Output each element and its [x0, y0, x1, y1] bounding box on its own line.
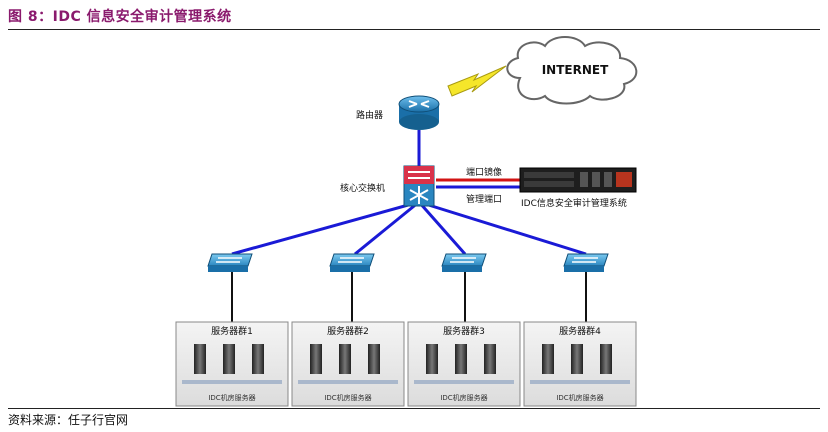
router-icon: [398, 95, 440, 130]
source-note: 资料来源：任子行官网: [8, 413, 129, 427]
audit-appliance-icon: [519, 167, 637, 193]
server-group-footer: IDC机房服务器: [208, 393, 255, 402]
server-group-footer: IDC机房服务器: [440, 393, 487, 402]
server-group-footer: IDC机房服务器: [556, 393, 603, 402]
server-group-label: 服务器群1: [211, 325, 253, 337]
links: [231, 130, 587, 322]
server-group-3: 服务器群3 IDC机房服务器: [407, 321, 521, 407]
server-icon: [339, 344, 351, 374]
core-switch-icon: [403, 165, 435, 207]
server-group-2: 服务器群2 IDC机房服务器: [291, 321, 405, 407]
server-icon: [223, 344, 235, 374]
access-switch-icon: [207, 253, 253, 272]
server-icon: [542, 344, 554, 374]
server-group-label: 服务器群2: [327, 325, 369, 337]
server-icon: [194, 344, 206, 374]
core-switch2-link: [354, 200, 420, 256]
server-group-4: 服务器群4 IDC机房服务器: [523, 321, 637, 407]
server-icon: [426, 344, 438, 374]
internet-label: INTERNET: [542, 63, 609, 77]
access-switch-icon: [441, 253, 487, 272]
server-group-label: 服务器群4: [559, 325, 601, 337]
lightning-icon: [447, 65, 507, 97]
server-icon: [252, 344, 264, 374]
port-mirror-label: 端口镜像: [466, 166, 502, 178]
core-switch1-link: [231, 200, 420, 256]
access-switch-icon: [563, 253, 609, 272]
server-icon: [368, 344, 380, 374]
server-icon: [455, 344, 467, 374]
mgmt-port-label: 管理端口: [466, 193, 502, 205]
server-group-1: 服务器群1 IDC机房服务器: [175, 321, 289, 407]
internet-cloud-icon: INTERNET: [506, 36, 638, 105]
core-switch3-link: [417, 201, 467, 255]
server-group-footer: IDC机房服务器: [324, 393, 371, 402]
server-icon: [310, 344, 322, 374]
server-icon: [571, 344, 583, 374]
router-label: 路由器: [356, 109, 383, 121]
audit-system-label: IDC信息安全审计管理系统: [521, 197, 627, 209]
top-rule: [8, 29, 820, 30]
bottom-rule: [8, 408, 820, 409]
core-switch4-link: [418, 200, 587, 256]
access-switch-icon: [329, 253, 375, 272]
core-switch-label: 核心交换机: [340, 182, 385, 194]
server-group-label: 服务器群3: [443, 325, 485, 337]
server-icon: [484, 344, 496, 374]
figure-title: 图 8：IDC 信息安全审计管理系统: [8, 9, 232, 25]
server-icon: [600, 344, 612, 374]
